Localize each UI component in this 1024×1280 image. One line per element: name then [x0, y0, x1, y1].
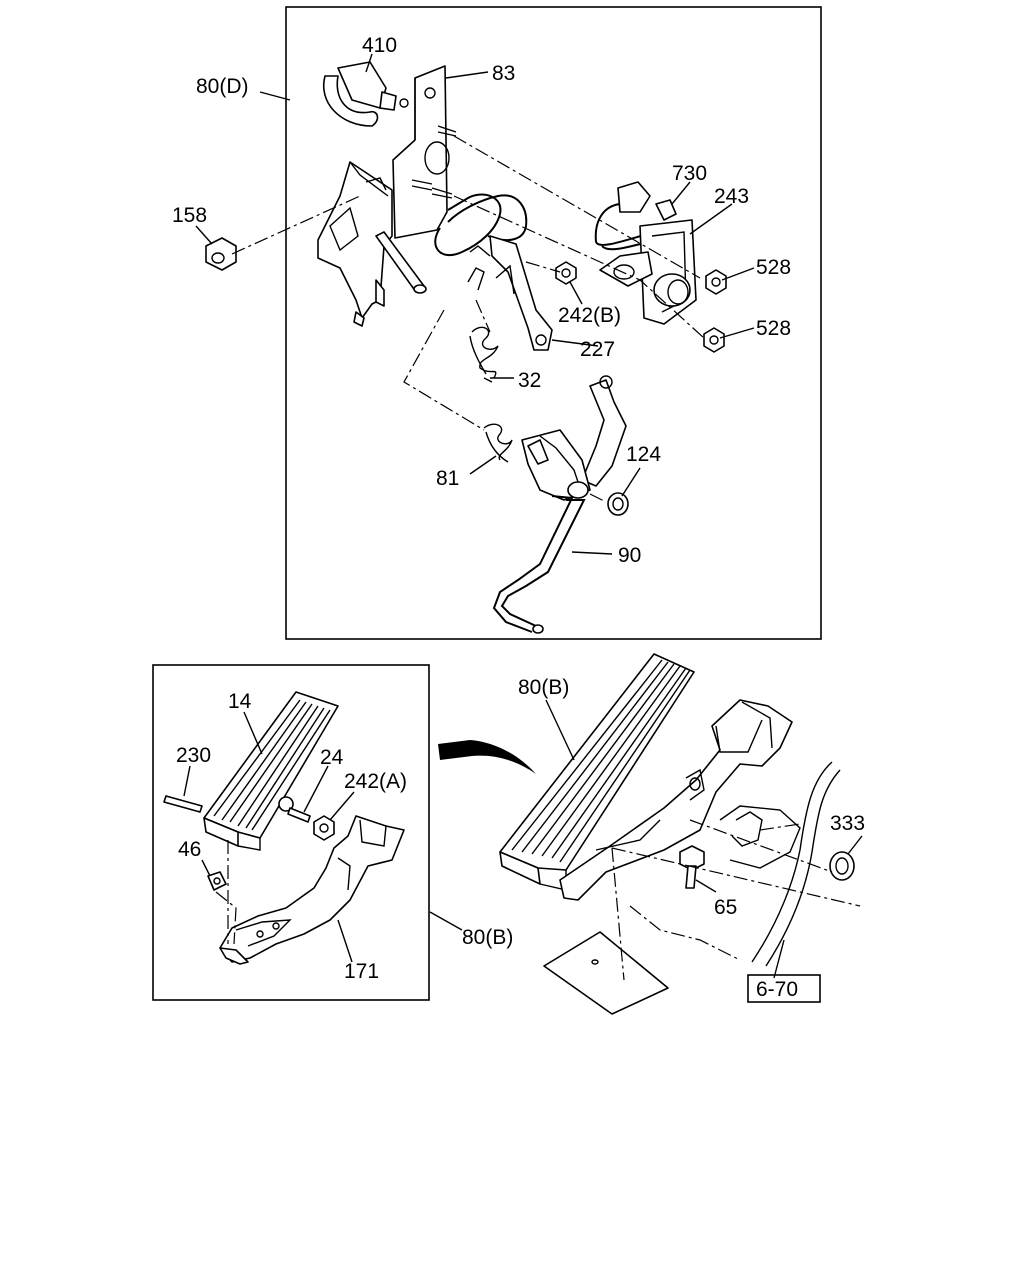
nut-242b	[555, 261, 577, 285]
nut-158	[205, 237, 237, 271]
callout-80d: 80(D)	[196, 75, 249, 98]
callout-65: 65	[714, 896, 737, 919]
callout-528-upper: 528	[756, 256, 791, 279]
callout-171: 171	[344, 960, 379, 983]
pedal-arm-90	[492, 375, 627, 634]
clamp-410	[322, 61, 409, 127]
inset-leader-lines	[183, 711, 463, 963]
callout-242a: 242(A)	[344, 770, 407, 793]
reference-6-70: 6-70	[756, 978, 798, 1001]
callout-528-lower: 528	[756, 317, 791, 340]
callout-32: 32	[518, 369, 541, 392]
callout-81: 81	[436, 467, 459, 490]
nut-528-lower	[703, 327, 725, 353]
switch-bracket	[599, 219, 697, 325]
nut-528-upper	[705, 269, 727, 295]
grommet-333	[829, 851, 855, 881]
inset-frame	[152, 664, 430, 1001]
mounting-studs	[411, 125, 457, 199]
nut-242a	[313, 815, 335, 841]
pin-230	[163, 795, 203, 813]
callout-230: 230	[176, 744, 211, 767]
washer-124	[607, 492, 629, 516]
direction-arrow-icon	[438, 740, 536, 774]
callout-80b-main: 80(B)	[518, 676, 569, 699]
lever-227	[467, 235, 553, 351]
callout-46: 46	[178, 838, 201, 861]
callout-158: 158	[172, 204, 207, 227]
main-view-leader-lines	[545, 699, 863, 979]
callout-243: 243	[714, 185, 749, 208]
callout-242b: 242(B)	[558, 304, 621, 327]
main-bracket	[317, 161, 393, 327]
spring-81	[483, 423, 513, 463]
callout-227: 227	[580, 338, 615, 361]
callout-333: 333	[830, 812, 865, 835]
pivot-shaft	[375, 231, 427, 294]
bolt-24	[278, 796, 311, 823]
spring-32	[469, 326, 499, 383]
callout-410: 410	[362, 34, 397, 57]
pedal-pad-14	[203, 691, 339, 851]
callout-90: 90	[618, 544, 641, 567]
callout-124: 124	[626, 443, 661, 466]
callout-24: 24	[320, 746, 344, 769]
clip-46	[207, 871, 227, 891]
inset-assembly-lines	[215, 840, 237, 945]
bracket-plate-83	[392, 65, 450, 239]
main-view-assembly-lines	[611, 819, 861, 981]
callout-730: 730	[672, 162, 707, 185]
pedal-bracket-171	[219, 815, 405, 965]
upper-leader-lines	[195, 53, 755, 555]
callout-80b-inset: 80(B)	[462, 926, 513, 949]
floor-plate	[543, 931, 669, 1015]
callout-14: 14	[228, 690, 252, 713]
upper-assembly-lines	[231, 135, 705, 503]
floor-panel	[629, 761, 841, 967]
callout-83: 83	[492, 62, 515, 85]
reference-box	[747, 974, 821, 1003]
upper-assembly-frame	[285, 6, 822, 640]
cable-end-730	[617, 181, 677, 221]
